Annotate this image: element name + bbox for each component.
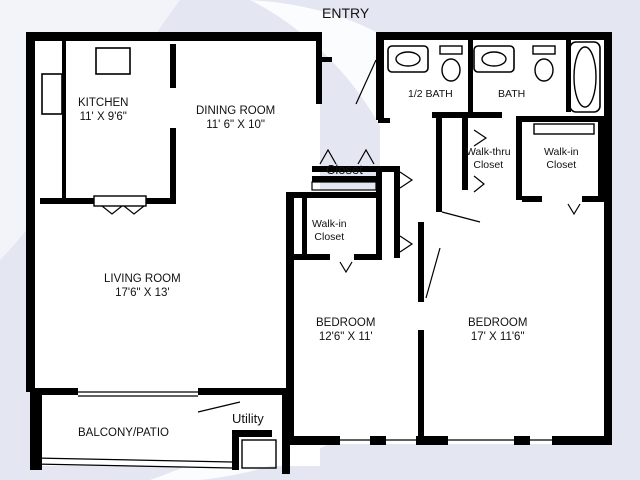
room-dimensions: 11' 6" X 10" xyxy=(206,119,265,131)
walk-thru-closet-label: Walk-thru Closet xyxy=(466,146,511,172)
entry-label: ENTRY xyxy=(322,5,370,21)
room-dimensions: 11' X 9'6" xyxy=(79,111,127,123)
living-room-label: LIVING ROOM 17'6" X 13' xyxy=(104,272,181,300)
room-name: LIVING ROOM xyxy=(104,273,181,285)
closet-line-1: Walk-thru xyxy=(466,146,511,158)
kitchen-label: KITCHEN 11' X 9'6" xyxy=(78,96,128,124)
fixtures-and-doors xyxy=(33,41,601,469)
room-dimensions: 12'6" X 11' xyxy=(318,331,373,343)
bath-label: BATH xyxy=(498,88,526,100)
walk-in-closet-left-label: Walk-in Closet xyxy=(312,218,347,244)
closet-line-1: Walk-in xyxy=(312,218,347,230)
room-name: BEDROOM xyxy=(468,317,528,329)
closet-line-1: Walk-in xyxy=(544,146,579,158)
utility-label: Utility xyxy=(232,411,264,426)
closet-line-2: Closet xyxy=(546,159,577,171)
room-dimensions: 17' X 11'6" xyxy=(470,331,525,343)
room-name: KITCHEN xyxy=(78,97,129,109)
room-name: BEDROOM xyxy=(316,317,376,329)
dining-room-label: DINING ROOM 11' 6" X 10" xyxy=(196,104,275,132)
closet-line-2: Closet xyxy=(314,231,345,243)
walls xyxy=(26,32,612,474)
room-name: DINING ROOM xyxy=(196,105,276,117)
half-bath-label: 1/2 BATH xyxy=(408,88,453,100)
closet-label: Closet xyxy=(326,162,363,177)
balcony-label: BALCONY/PATIO xyxy=(78,427,169,439)
closet-line-2: Closet xyxy=(473,159,504,171)
room-dimensions: 17'6" X 13' xyxy=(115,287,170,299)
bedroom-left-label: BEDROOM 12'6" X 11' xyxy=(316,316,375,344)
walk-in-closet-right-label: Walk-in Closet xyxy=(544,146,579,172)
bedroom-right-label: BEDROOM 17' X 11'6" xyxy=(468,316,527,344)
